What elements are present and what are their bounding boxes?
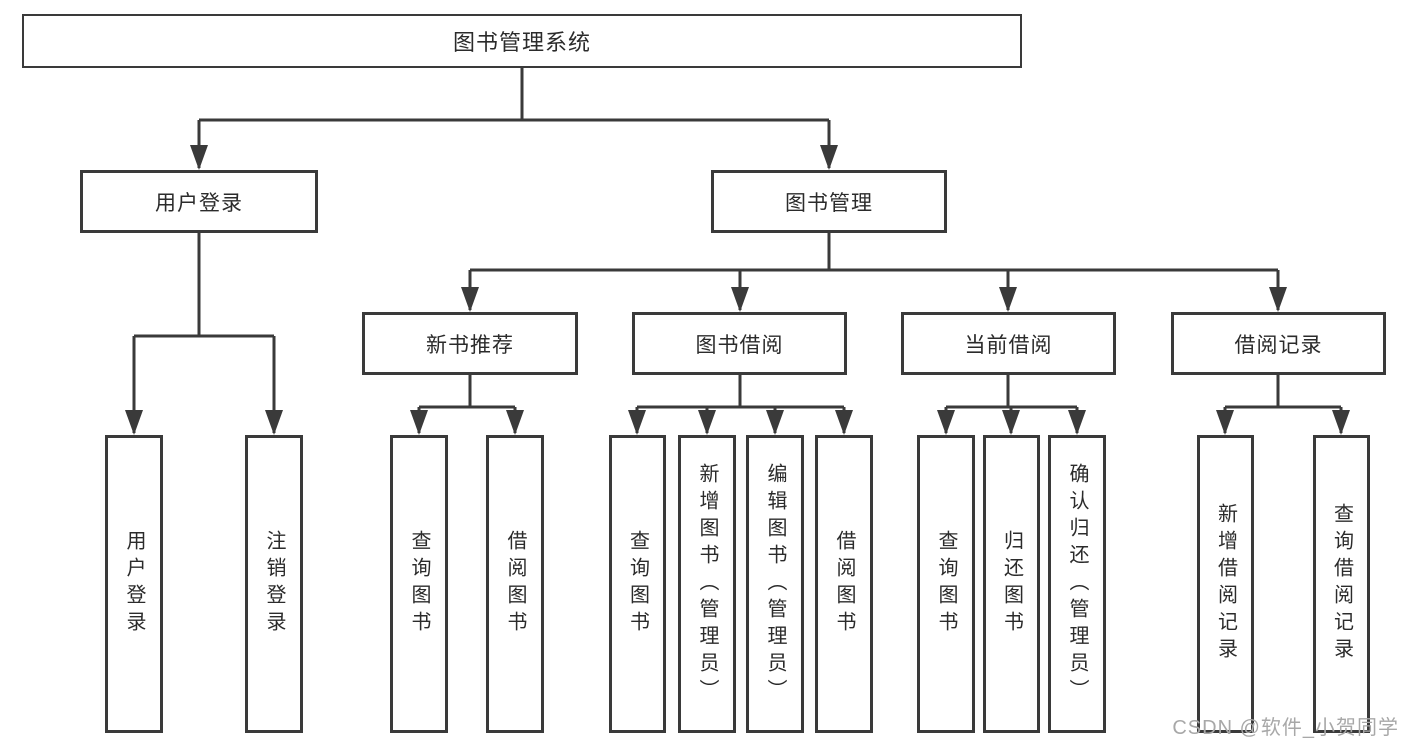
node-label: 查询图书: [935, 530, 957, 638]
leaf-borrow-borrow-books: 借阅图书: [815, 435, 873, 733]
node-label: 新增图书（管理员）: [696, 462, 718, 706]
node-label: 用户登录: [155, 191, 243, 215]
node-label: 新书推荐: [426, 333, 514, 357]
leaf-recommend-query-books: 查询图书: [390, 435, 448, 733]
leaf-borrow-add-books-admin: 新增图书（管理员）: [678, 435, 736, 733]
leaf-records-add-record: 新增借阅记录: [1197, 435, 1254, 733]
node-label: 借阅图书: [833, 530, 855, 638]
node-label: 归还图书: [1000, 530, 1023, 638]
node-label: 借阅图书: [504, 530, 526, 638]
node-book-management: 图书管理: [711, 170, 947, 233]
node-user-login: 用户登录: [80, 170, 318, 233]
node-label: 查询图书: [408, 530, 430, 638]
csdn-watermark: CSDN @软件_小贺同学: [1172, 717, 1399, 739]
leaf-records-query-record: 查询借阅记录: [1313, 435, 1370, 733]
leaf-logout: 注销登录: [245, 435, 303, 733]
node-label: 图书管理: [785, 191, 873, 215]
leaf-current-confirm-return-admin: 确认归还（管理员）: [1048, 435, 1106, 733]
leaf-borrow-query-books: 查询图书: [609, 435, 666, 733]
tree-edges: [132, 68, 1343, 433]
node-label: 注销登录: [263, 530, 285, 638]
leaf-recommend-borrow-books: 借阅图书: [486, 435, 544, 733]
node-label: 图书借阅: [695, 333, 784, 357]
leaf-user-login: 用户登录: [105, 435, 163, 733]
leaf-current-query-books: 查询图书: [917, 435, 975, 733]
node-label: 借阅记录: [1234, 333, 1323, 357]
node-library-management-system: 图书管理系统: [22, 14, 1022, 68]
node-new-book-recommend: 新书推荐: [362, 312, 578, 375]
node-label: 查询图书: [626, 530, 649, 638]
node-label: 图书管理系统: [452, 30, 591, 55]
node-label: 用户登录: [123, 530, 145, 638]
node-current-borrowing: 当前借阅: [901, 312, 1116, 375]
node-label: 当前借阅: [964, 333, 1053, 357]
node-label: 查询借阅记录: [1330, 503, 1353, 665]
leaf-borrow-edit-books-admin: 编辑图书（管理员）: [746, 435, 804, 733]
node-label: 编辑图书（管理员）: [764, 462, 786, 706]
node-label: 新增借阅记录: [1214, 503, 1237, 665]
leaf-current-return-books: 归还图书: [983, 435, 1040, 733]
node-book-borrowing: 图书借阅: [632, 312, 847, 375]
node-borrowing-records: 借阅记录: [1171, 312, 1386, 375]
node-label: 确认归还（管理员）: [1066, 462, 1088, 706]
